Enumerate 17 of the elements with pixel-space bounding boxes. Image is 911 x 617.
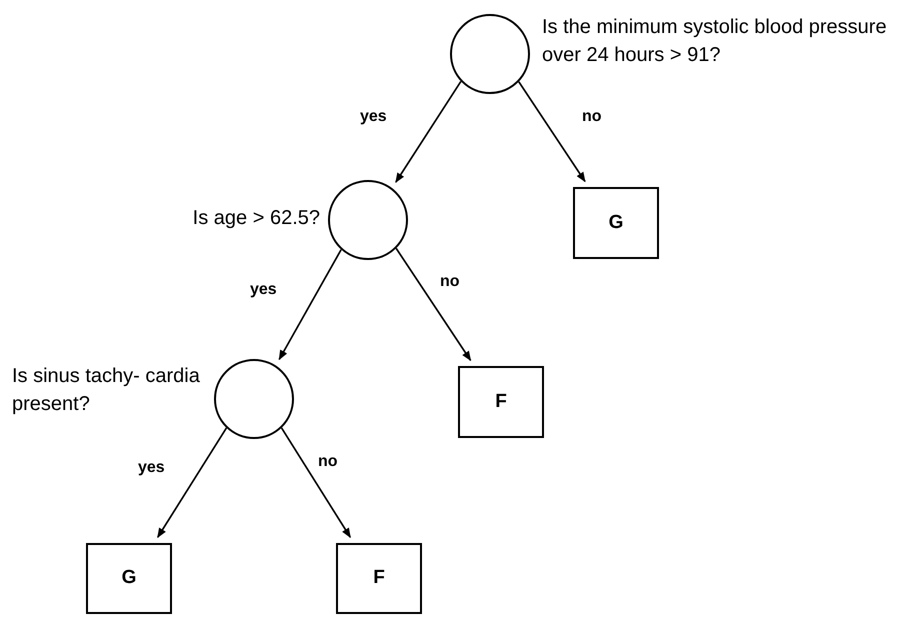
arrow	[395, 80, 462, 183]
arrow	[518, 81, 586, 182]
class-label: F	[373, 566, 385, 590]
arrow	[157, 428, 228, 538]
question-text: Is sinus tachy- cardia present?	[12, 364, 201, 417]
arrow	[278, 249, 342, 360]
leaf-box	[458, 366, 544, 438]
leaf-box	[336, 543, 422, 614]
class-label: F	[495, 390, 507, 414]
question-text: Is the minimum systolic blood pressure over 24 hours > 91?	[542, 15, 888, 68]
leaf-box	[573, 187, 659, 259]
arrow	[280, 428, 351, 538]
question-text: Is age > 62.5?	[192, 206, 320, 231]
arrow	[395, 248, 472, 362]
leaf-box	[86, 543, 172, 614]
class-label: G	[122, 566, 136, 590]
class-label: G	[608, 210, 624, 235]
